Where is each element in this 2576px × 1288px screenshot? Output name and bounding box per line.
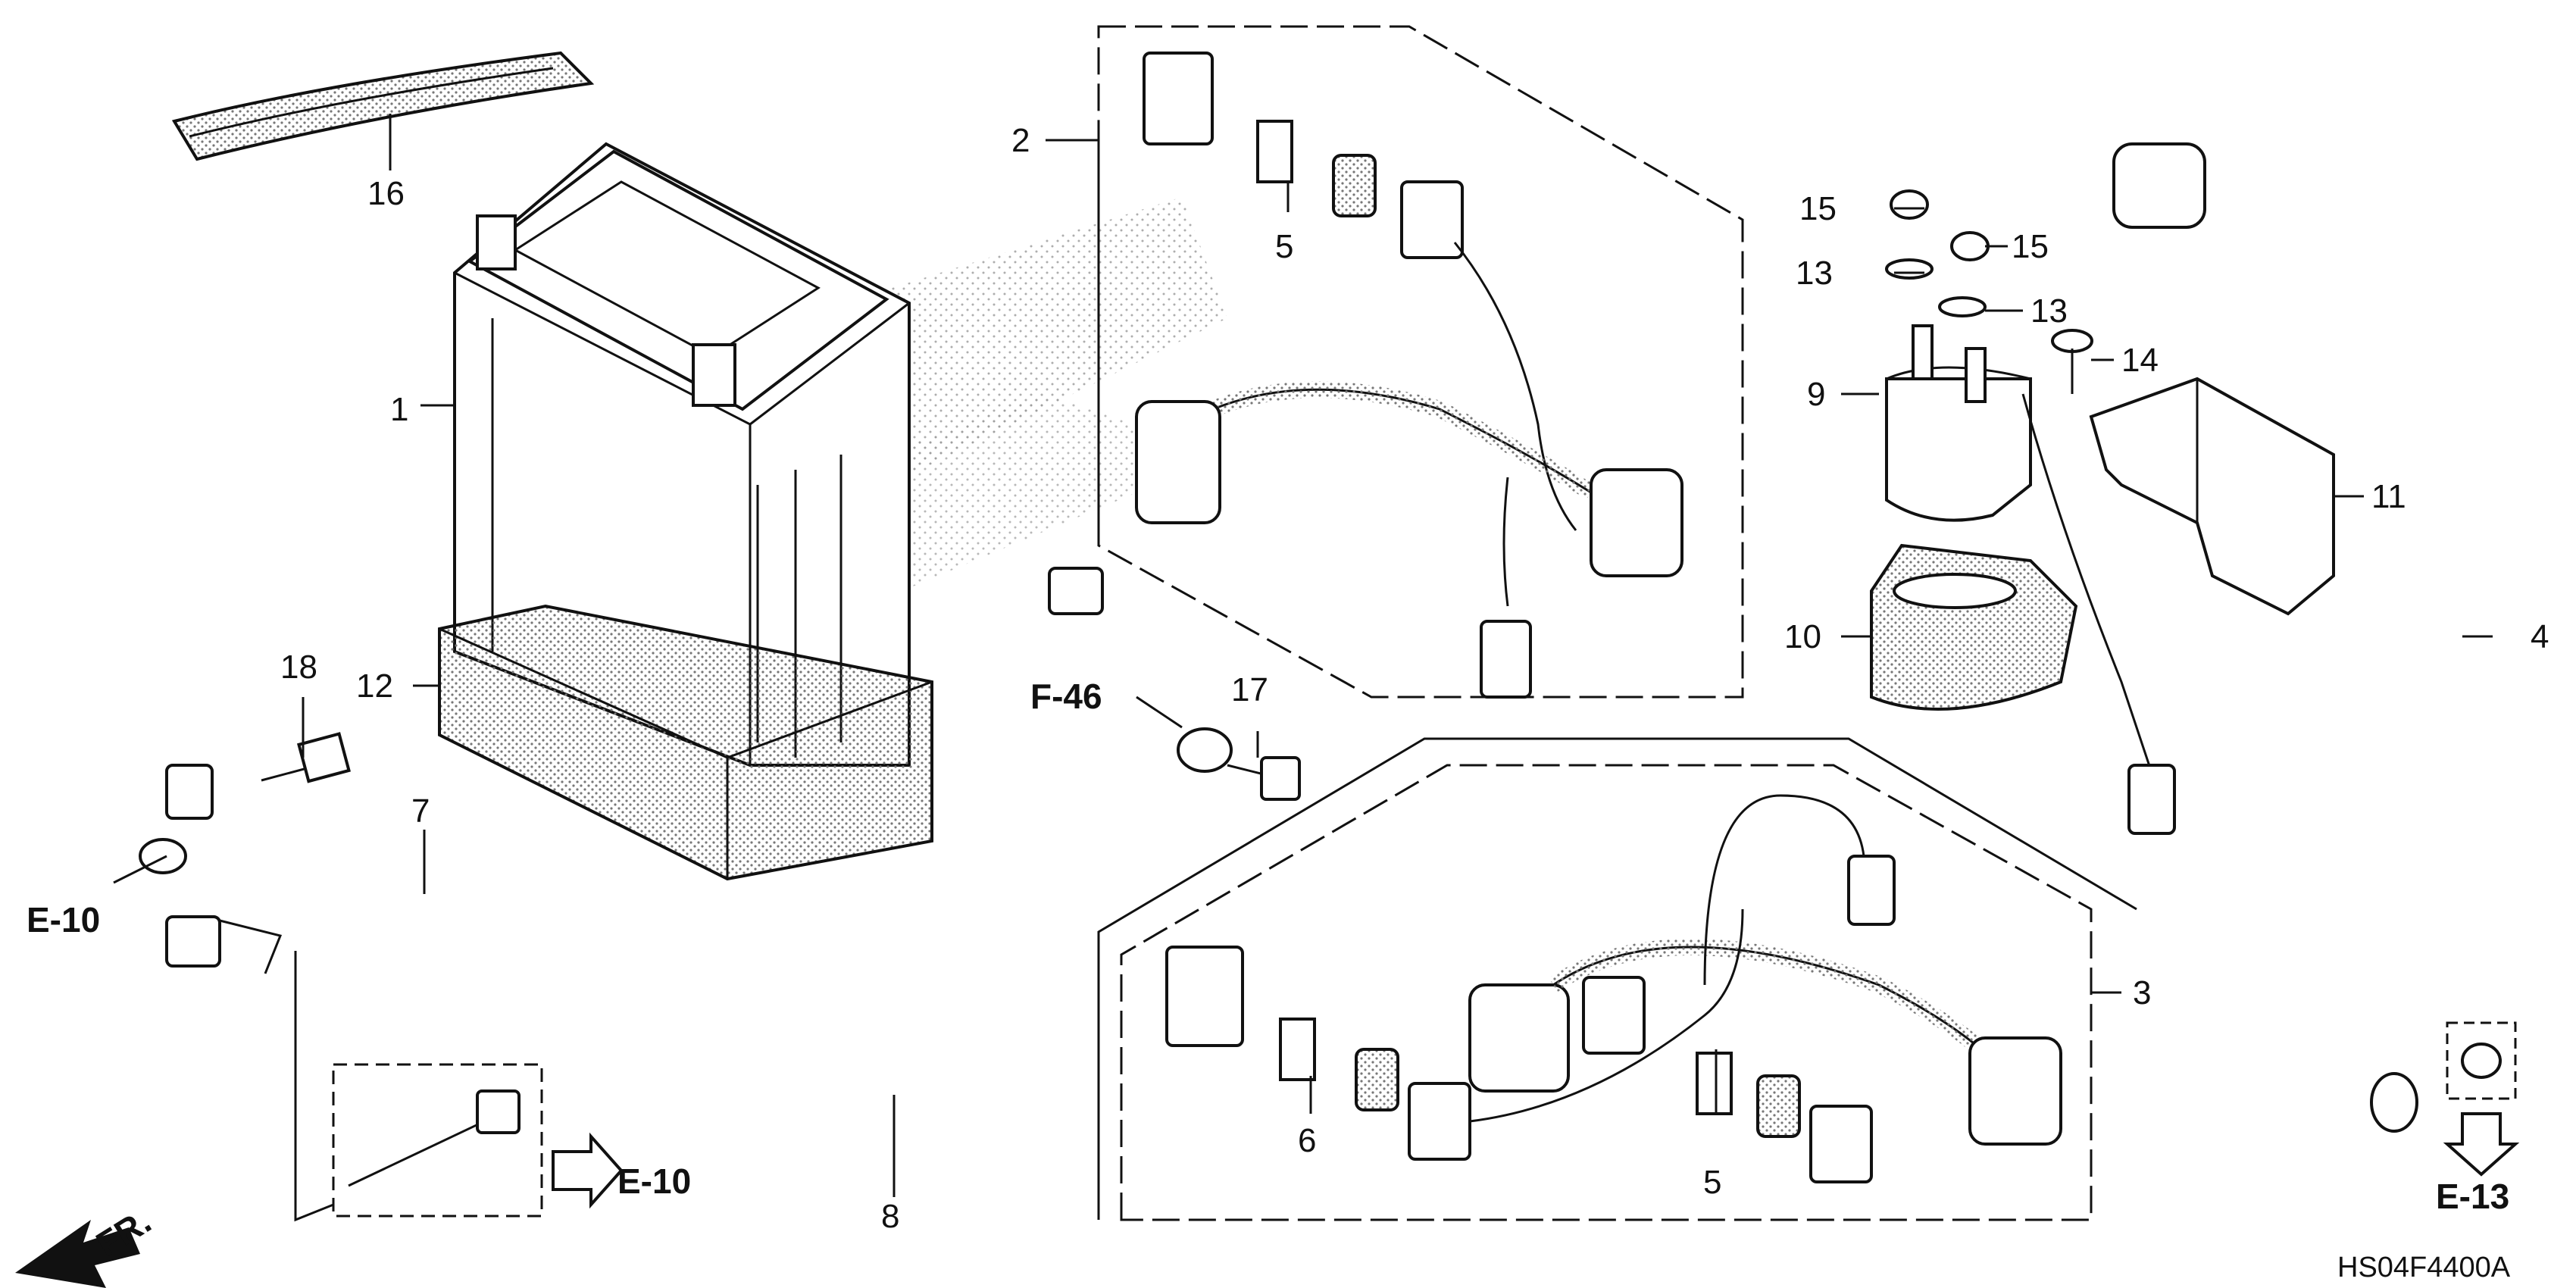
callout-8: 8 <box>881 1198 899 1235</box>
callout-18: 18 <box>280 649 317 686</box>
front-arrow-icon <box>15 1220 140 1288</box>
callout-5-top: 5 <box>1275 228 1293 265</box>
battery-mat <box>438 604 933 881</box>
starter-cable <box>2112 142 2520 1177</box>
callout-11: 11 <box>2371 478 2406 515</box>
callouts: 1 2 3 4 5 5 6 7 8 9 10 11 12 13 13 14 15… <box>280 122 2549 1235</box>
section-references: E-10 E-10 F-46 E-13 FR. HS04F4400A <box>27 677 2511 1283</box>
bolt-17 <box>1227 756 1301 801</box>
callout-15-left: 15 <box>1799 190 1837 227</box>
bolt-e10 <box>294 951 624 1222</box>
callout-13-left: 13 <box>1796 255 1833 292</box>
ref-f46: F-46 <box>1030 677 1102 716</box>
callout-2: 2 <box>1011 122 1030 159</box>
diagram-code: HS04F4400A <box>2337 1252 2511 1283</box>
callout-9: 9 <box>1807 376 1825 413</box>
starter-relay <box>1870 189 2176 835</box>
callout-12: 12 <box>356 667 393 705</box>
callout-16: 16 <box>367 175 405 212</box>
ref-e13: E-13 <box>2436 1177 2509 1216</box>
harness-box-2 <box>1097 25 1744 699</box>
battery-band <box>171 51 595 161</box>
callout-3: 3 <box>2133 974 2151 1011</box>
negative-cable <box>139 567 1104 1082</box>
relay-cover <box>2089 377 2335 616</box>
callout-5-bottom: 5 <box>1703 1164 1721 1201</box>
callout-13-right: 13 <box>2030 292 2068 330</box>
callout-14: 14 <box>2121 342 2159 379</box>
positive-cable <box>165 727 1233 1093</box>
ref-e10-bottom: E-10 <box>617 1161 691 1201</box>
callout-10: 10 <box>1784 618 1821 655</box>
leader-lines <box>113 114 2493 1197</box>
harness-box-3 <box>1097 737 2137 1221</box>
screw-14 <box>2051 329 2093 394</box>
callout-6: 6 <box>1298 1122 1316 1159</box>
bolt-18 <box>261 732 351 783</box>
callout-7: 7 <box>411 792 430 830</box>
ref-e10-left: E-10 <box>27 900 100 939</box>
callout-4: 4 <box>2531 618 2549 655</box>
callout-15-right: 15 <box>2012 228 2049 265</box>
callout-17: 17 <box>1231 671 1268 708</box>
callout-1: 1 <box>390 391 408 428</box>
